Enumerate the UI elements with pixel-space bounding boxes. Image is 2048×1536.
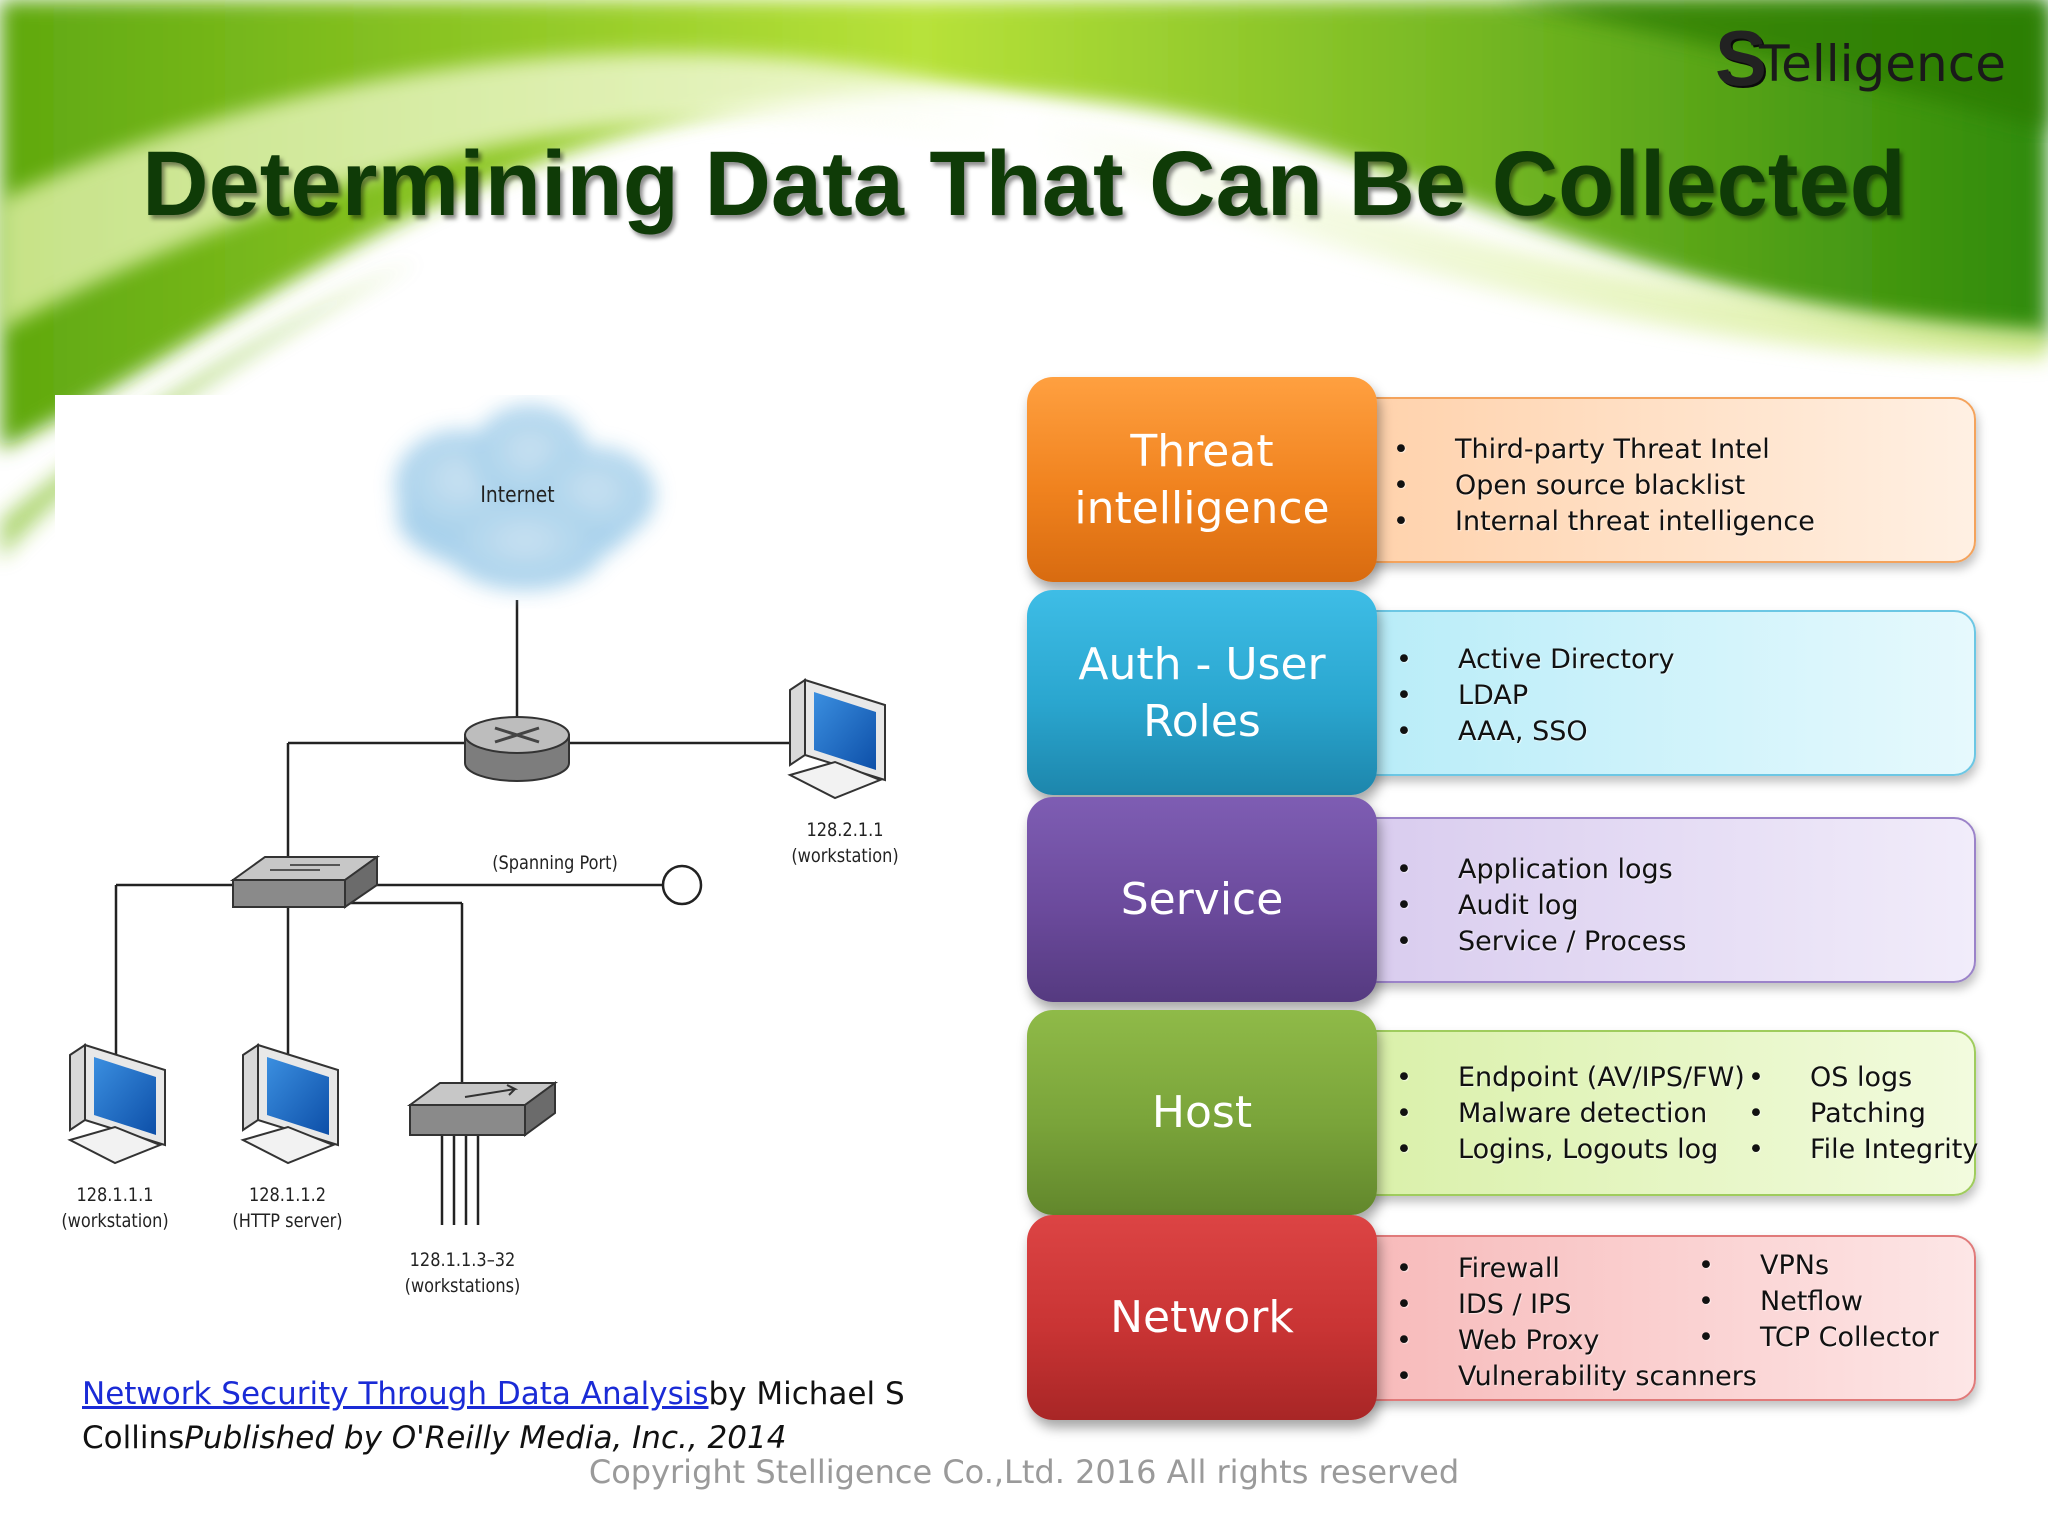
node-label: 128.1.1.3–32 (workstations) bbox=[397, 1247, 529, 1299]
node-role: (workstation) bbox=[61, 1210, 169, 1232]
switch-icon bbox=[229, 855, 381, 909]
book-link[interactable]: Network Security Through Data Analysis bbox=[82, 1376, 709, 1412]
category-box: Service bbox=[1027, 797, 1377, 1002]
list-item: Third-party Threat Intel bbox=[1387, 432, 1815, 468]
item-list: Active Directory LDAP AAA, SSO bbox=[1390, 642, 1675, 750]
node-role: (HTTP server) bbox=[232, 1210, 343, 1232]
router-icon bbox=[464, 716, 570, 782]
stelligence-logo: S Telligence bbox=[1715, 18, 2006, 98]
network-wires bbox=[114, 600, 796, 1225]
list-item: Web Proxy bbox=[1390, 1323, 1757, 1359]
item-list-right: OS logs Patching File Integrity bbox=[1742, 1060, 1978, 1168]
list-item: Malware detection bbox=[1390, 1096, 1745, 1132]
node-ip: 128.1.1.1 bbox=[76, 1184, 154, 1206]
category-service: Service Application logs Audit log Servi… bbox=[1027, 797, 1992, 1002]
item-list: Endpoint (AV/IPS/FW) Malware detection L… bbox=[1390, 1060, 1745, 1168]
category-host: Host Endpoint (AV/IPS/FW) Malware detect… bbox=[1027, 1010, 1992, 1215]
node-role: (workstation) bbox=[791, 845, 899, 867]
citation-publisher: Published by O'Reilly Media, Inc., 2014 bbox=[184, 1420, 787, 1456]
list-item: Endpoint (AV/IPS/FW) bbox=[1390, 1060, 1745, 1096]
internet-cloud-icon bbox=[395, 405, 655, 590]
node-ip: 128.2.1.1 bbox=[806, 819, 884, 841]
list-item: Vulnerability scanners bbox=[1390, 1359, 1757, 1395]
item-list: Application logs Audit log Service / Pro… bbox=[1390, 852, 1686, 960]
category-box: Threat intelligence bbox=[1027, 377, 1377, 582]
node-ip: 128.1.1.2 bbox=[248, 1184, 327, 1206]
citation-author: by Michael S Collins bbox=[82, 1376, 905, 1456]
category-label: Threat intelligence bbox=[1074, 425, 1330, 534]
internet-label: Internet bbox=[480, 483, 555, 508]
category-threat-intelligence: Threat intelligence Third-party Threat I… bbox=[1027, 377, 1992, 582]
list-item: Open source blacklist bbox=[1387, 468, 1815, 504]
page-title: Determining Data That Can Be Collected bbox=[142, 133, 1906, 235]
list-item: Netflow bbox=[1692, 1284, 1939, 1320]
copyright-notice: Copyright Stelligence Co.,Ltd. 2016 All … bbox=[588, 1453, 1460, 1491]
category-box: Auth - User Roles bbox=[1027, 590, 1377, 795]
hub-icon bbox=[406, 1081, 559, 1137]
item-list-right: VPNs Netflow TCP Collector bbox=[1692, 1248, 1939, 1356]
list-item: Active Directory bbox=[1390, 642, 1675, 678]
workstation-icon bbox=[787, 678, 886, 800]
list-item: Firewall bbox=[1390, 1251, 1757, 1287]
category-label: Auth - User Roles bbox=[1078, 638, 1326, 747]
list-item: IDS / IPS bbox=[1390, 1287, 1757, 1323]
item-list: Firewall IDS / IPS Web Proxy Vulnerabili… bbox=[1390, 1251, 1757, 1395]
node-role: (workstations) bbox=[404, 1275, 521, 1297]
category-label: Service bbox=[1120, 874, 1284, 925]
category-box: Network bbox=[1027, 1215, 1377, 1420]
spanning-port-tap bbox=[661, 864, 703, 906]
node-label: 128.1.1.1 (workstation) bbox=[56, 1182, 175, 1234]
citation: Network Security Through Data Analysisby… bbox=[82, 1372, 962, 1460]
workstation-icon bbox=[67, 1043, 166, 1165]
logo-s-mark: S bbox=[1715, 14, 1767, 102]
node-ip: 128.1.1.3–32 bbox=[409, 1249, 516, 1271]
list-item: VPNs bbox=[1692, 1248, 1939, 1284]
network-diagram: Internet (Spanning Port) 128.2.1.1 (work… bbox=[55, 395, 995, 1345]
category-network: Network Firewall IDS / IPS Web Proxy Vul… bbox=[1027, 1215, 1992, 1420]
list-item: AAA, SSO bbox=[1390, 714, 1675, 750]
list-item: Service / Process bbox=[1390, 924, 1686, 960]
node-label: 128.2.1.1 (workstation) bbox=[781, 817, 909, 869]
list-item: Internal threat intelligence bbox=[1387, 504, 1815, 540]
list-item: Application logs bbox=[1390, 852, 1686, 888]
list-item: File Integrity bbox=[1742, 1132, 1978, 1168]
category-auth-user-roles: Auth - User Roles Active Directory LDAP … bbox=[1027, 590, 1992, 795]
category-label: Host bbox=[1151, 1087, 1253, 1138]
list-item: OS logs bbox=[1742, 1060, 1978, 1096]
category-box: Host bbox=[1027, 1010, 1377, 1215]
list-item: Logins, Logouts log bbox=[1390, 1132, 1745, 1168]
http-server-icon bbox=[240, 1043, 339, 1165]
item-list: Third-party Threat Intel Open source bla… bbox=[1387, 432, 1815, 540]
node-label: 128.1.1.2 (HTTP server) bbox=[226, 1182, 349, 1234]
list-item: Patching bbox=[1742, 1096, 1978, 1132]
list-item: LDAP bbox=[1390, 678, 1675, 714]
logo-wordmark: Telligence bbox=[1759, 35, 2006, 93]
list-item: Audit log bbox=[1390, 888, 1686, 924]
category-label: Network bbox=[1110, 1292, 1294, 1343]
list-item: TCP Collector bbox=[1692, 1320, 1939, 1356]
spanning-port-label: (Spanning Port) bbox=[492, 852, 618, 874]
